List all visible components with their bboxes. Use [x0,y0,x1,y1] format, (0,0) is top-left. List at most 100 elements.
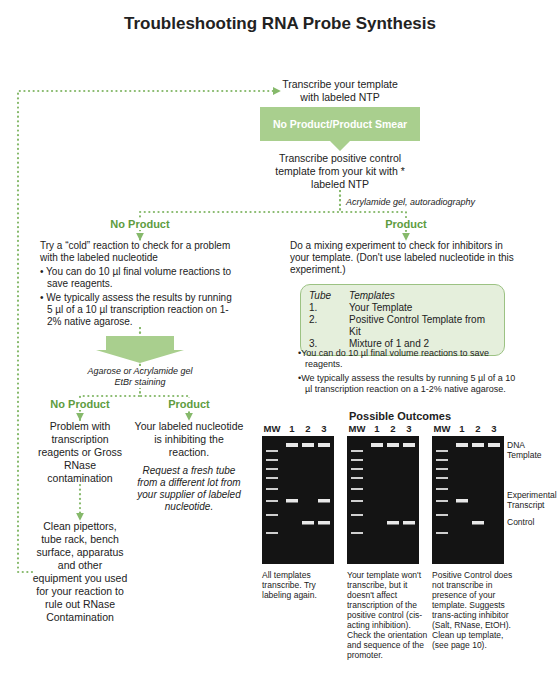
node-text: Transcribe your template with labeled NT… [280,78,400,104]
edge-label: No Product/Product Smear [271,118,409,130]
ladder-band [436,514,448,516]
step-text: Do a mixing experiment to check for inhi… [290,240,522,276]
ladder-band [266,468,278,470]
node-text: Your labeled nucleotide is inhibiting th… [134,420,244,459]
edge-label: No Product [108,218,171,230]
section-heading: Possible Outcomes [300,410,500,422]
node-text: 1. [309,302,349,314]
ladder-band [351,477,363,479]
node-text: • You can do 10 µl final volume reaction… [40,266,240,290]
lane-label: 1 [367,423,387,434]
template-band [302,443,314,447]
lane-label: 1 [282,423,302,434]
node-text: Tube [309,290,349,302]
template-band [371,443,383,447]
node-text: Clean pipettors, tube rack, bench surfac… [32,520,128,624]
transcript-band [456,499,468,503]
ladder-bands [266,450,448,534]
outcome-caption: All templates transcribe. Try labeling a… [262,570,344,600]
step-band [96,336,184,363]
template-band [472,443,484,447]
lane-label: 3 [314,423,334,434]
node-text: Request a fresh tube from a different lo… [134,465,244,513]
method-note: Acrylamide gel, autoradiography [346,197,496,208]
ladder-band [351,514,363,516]
gel-image [347,436,419,564]
node-text: Your Template [349,302,496,314]
ladder-band [436,477,448,479]
ladder-band [351,532,363,534]
step-text: Try a “cold” reaction to check for a pro… [40,240,240,328]
step-band [260,107,420,151]
note-text: •We typically assess the results by runn… [298,373,520,395]
template-band [456,443,468,447]
lane-label: 3 [484,423,504,434]
outcome-text: Your labeled nucleotide is inhibiting th… [134,420,244,513]
template-band [286,443,298,447]
control-band [472,521,484,525]
band-label: Control [507,517,559,527]
lane-label: 2 [383,423,403,434]
note-text: •You can do 10 µl final volume reactions… [298,348,520,370]
control-band [387,521,399,525]
lane-label: 2 [468,423,488,434]
ladder-band [351,459,363,461]
template-band [488,443,500,447]
lane-label: MW [347,423,367,434]
transcript-band [318,499,330,503]
lane-label: MW [262,423,282,434]
ladder-band [266,514,278,516]
ladder-band [351,488,363,490]
node-text: Templates [349,290,496,302]
lane-label: 2 [298,423,318,434]
ladder-band [436,450,448,452]
ladder-band [436,488,448,490]
ladder-band [266,450,278,452]
template-band [387,443,399,447]
ladder-band [266,500,278,502]
template-band [403,443,415,447]
control-band [318,521,330,525]
ladder-band [351,500,363,502]
ladder-band [266,532,278,534]
node-text: • We typically assess the results by run… [40,292,240,328]
outcome-caption: Your template won't transcribe, but it d… [347,570,429,660]
template-table: TubeTemplates1.Your Template2.Positive C… [300,284,505,356]
control-band [403,521,415,525]
edge-label: Product [166,398,212,410]
outcome-caption: Positive Control does not transcribe in … [432,570,514,650]
step-text: Transcribe your template with labeled NT… [280,78,400,104]
ladder-band [266,459,278,461]
node-text: Do a mixing experiment to check for inhi… [290,240,522,276]
ladder-band [436,468,448,470]
title: Troubleshooting RNA Probe Synthesis [0,14,560,34]
node-text: Transcribe positive control template fro… [262,152,418,191]
step-text: Transcribe positive control template fro… [262,152,418,191]
lane-label: 1 [452,423,472,434]
flow-arrow [18,91,280,572]
ladder-band [436,459,448,461]
lane-label: MW [432,423,452,434]
ladder-band [351,468,363,470]
ladder-band [436,500,448,502]
flow-arrow [79,485,81,520]
template-band [318,443,330,447]
method-note: Agarose or Acrylamide gel EtBr staining [85,366,195,388]
lane-label: 3 [399,423,419,434]
ladder-band [351,450,363,452]
ladder-band [266,477,278,479]
control-band [302,521,314,525]
node-text: Positive Control Template from Kit [349,314,496,338]
action-text: Clean pipettors, tube rack, bench surfac… [32,520,128,624]
band-label: DNA Template [507,440,559,460]
outcome-text: Problem with transcription reagents or G… [32,420,128,485]
ladder-band [436,532,448,534]
node-text: Try a “cold” reaction to check for a pro… [40,240,240,264]
node-text: 2. [309,314,349,338]
band-label: Experimental Transcript [507,490,559,510]
ladder-band [266,488,278,490]
gel-image [432,436,504,564]
edge-label: Product [383,218,429,230]
flow-arrow [140,191,340,240]
